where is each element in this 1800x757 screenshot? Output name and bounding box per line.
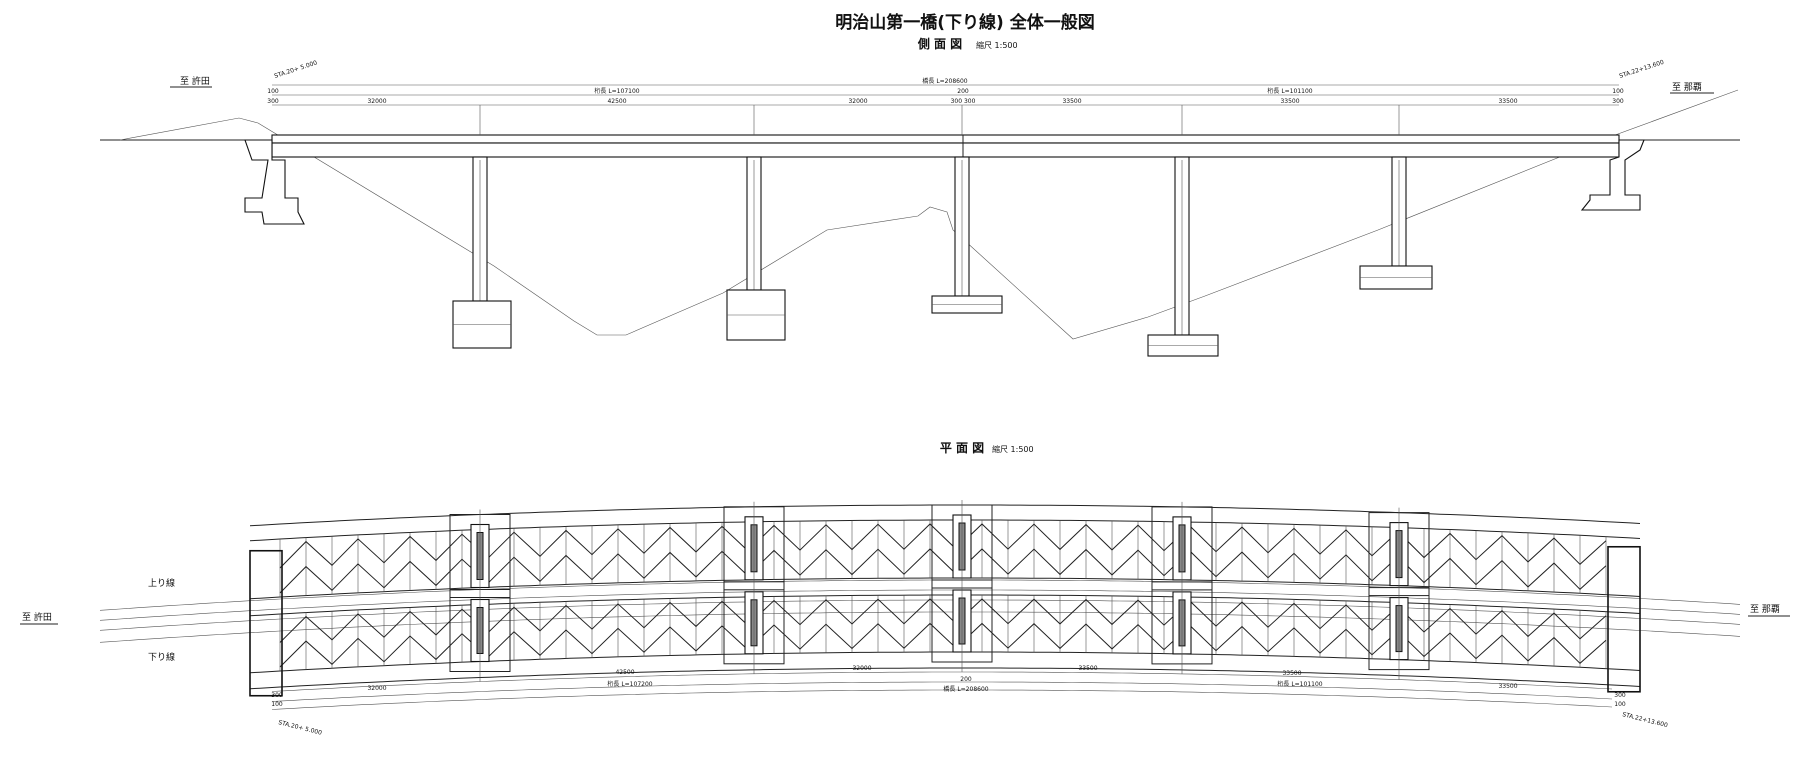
plan-end-gap: 200 — [960, 676, 972, 683]
plan-to-left-label: 至 許田 — [22, 611, 52, 623]
abutment-right — [1580, 139, 1645, 211]
plan-down-line-label: 下り線 — [148, 651, 175, 663]
side-span: 33500 — [1498, 98, 1517, 105]
side-bearing-gap: 300 — [1612, 98, 1624, 105]
side-view-heading: 側 面 図 — [917, 36, 962, 51]
side-span: 32000 — [848, 98, 867, 105]
plan-to-right-label: 至 那覇 — [1750, 604, 1780, 615]
side-to-left-label: 至 許田 — [180, 75, 210, 87]
girder — [271, 142, 1620, 158]
plan-dim-line — [271, 681, 1613, 702]
side-span: 32000 — [367, 98, 386, 105]
alignment-line — [99, 589, 1741, 621]
plan-bridge-length: 橋長 L=208600 — [943, 685, 988, 693]
alignment-line — [99, 611, 1741, 643]
plan-span: 33500 — [1078, 665, 1097, 672]
abutment-plan — [1607, 545, 1641, 693]
side-end-gap: 100 — [1612, 88, 1624, 95]
plan-end-gap: 100 — [1614, 701, 1626, 708]
truss-bracing — [279, 523, 1607, 569]
truss-bracing — [279, 548, 1607, 594]
plan-span: 33500 — [1282, 670, 1301, 677]
deck-slab — [271, 134, 1620, 144]
plan-span: 32000 — [367, 685, 386, 692]
plan-sta-left: STA.20+ 5.000 — [278, 719, 323, 737]
abutment-plan — [249, 549, 283, 697]
side-bearing-gap: 300 — [267, 98, 279, 105]
plan-end-gap: 300 — [271, 692, 283, 699]
terrain-profile — [119, 89, 1739, 340]
plan-view-heading: 平 面 図 — [940, 441, 984, 455]
drawing-title: 明治山第一橋(下り線) 全体一般図 — [835, 12, 1094, 33]
plan-up-line-label: 上り線 — [148, 577, 175, 589]
side-span: 33500 — [1062, 98, 1081, 105]
side-span: 33500 — [1280, 98, 1299, 105]
plan-dim-line — [271, 689, 1613, 710]
plan-span: 33500 — [1498, 683, 1517, 690]
plan-end-gap: 100 — [271, 701, 283, 708]
side-to-right-label: 至 那覇 — [1672, 82, 1702, 93]
side-bridge-length: 橋長 L=208600 — [922, 77, 967, 85]
side-view-scale: 縮尺 1:500 — [976, 40, 1018, 50]
abutment-left — [244, 139, 305, 225]
plan-view: 平 面 図 縮尺 1:500 上り線 下り線 至 許田 至 那覇 32000 4… — [20, 441, 1790, 737]
side-end-gap: 100 — [267, 88, 279, 95]
plan-end-gap: 300 — [1614, 692, 1626, 699]
side-sta-left: STA.20+ 5.000 — [273, 59, 318, 80]
side-sta-right: STA.22+13.600 — [1618, 59, 1665, 80]
plan-view-scale: 縮尺 1:500 — [992, 444, 1034, 454]
plan-span: 32000 — [852, 665, 871, 672]
side-girder-left: 桁長 L=107100 — [594, 87, 639, 95]
plan-span: 42500 — [615, 669, 634, 676]
side-end-gap: 200 — [957, 88, 969, 95]
plan-dim-line — [271, 671, 1613, 692]
plan-girder-right: 桁長 L=101100 — [1277, 680, 1322, 688]
side-bearing-gap: 300 300 — [951, 98, 976, 105]
plan-girder-left: 桁長 L=107200 — [607, 680, 652, 688]
side-girder-right: 桁長 L=101100 — [1267, 87, 1312, 95]
truss-bracing — [279, 622, 1607, 668]
plan-sta-right: STA.22+13.600 — [1622, 711, 1669, 729]
truss-bracing — [279, 598, 1607, 643]
side-span: 42500 — [607, 98, 626, 105]
alignment-line — [99, 599, 1741, 631]
deck-edge-line — [249, 504, 1641, 527]
alignment-line — [99, 579, 1741, 611]
deck-edge-line — [249, 667, 1641, 690]
side-view: 側 面 図 縮尺 1:500 至 許田 至 那覇 STA.20+ 5.000 S… — [100, 36, 1740, 357]
